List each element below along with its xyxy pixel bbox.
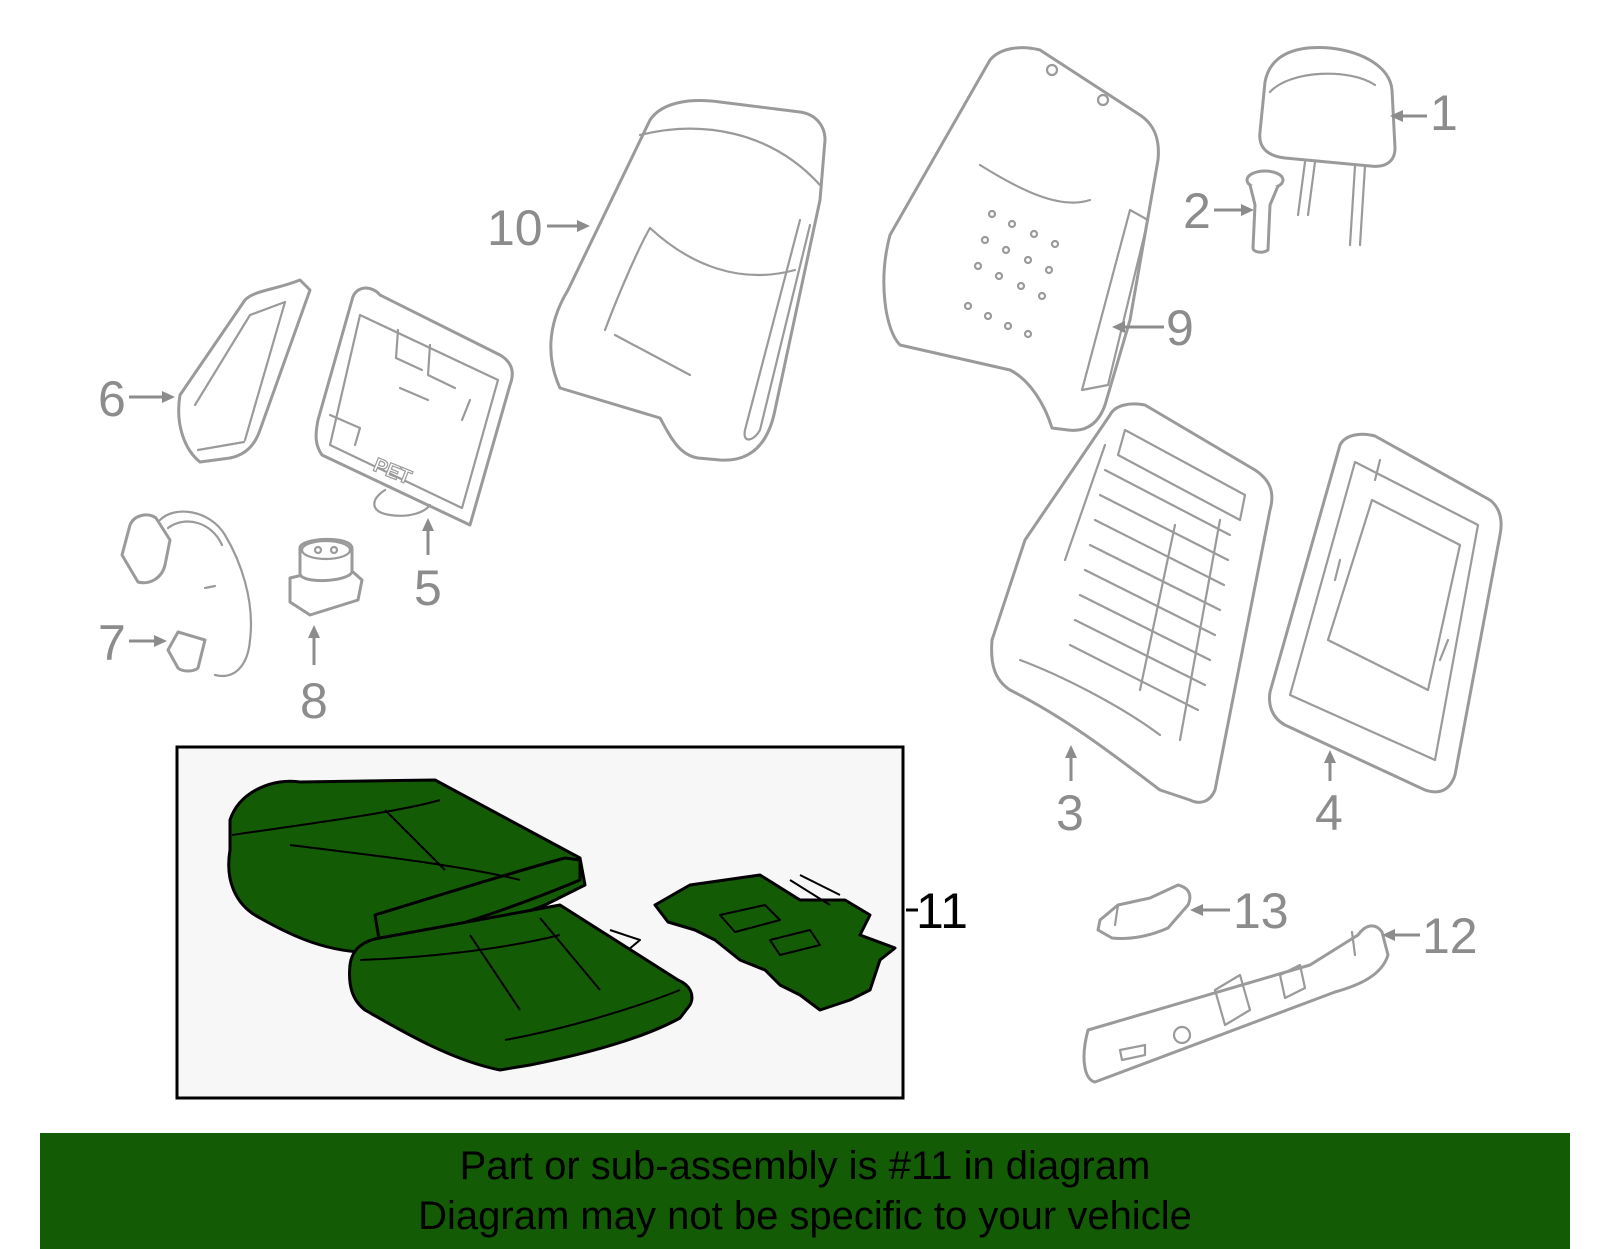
banner-line-1: Part or sub-assembly is #11 in diagram [459,1144,1151,1188]
part-11-cushion-pad[interactable] [348,903,694,1072]
callout-9: 9 [1166,300,1194,356]
callout-8: 8 [300,673,328,729]
banner-line-2: Diagram may not be specific to your vehi… [418,1194,1192,1238]
callout-1: 1 [1430,85,1458,141]
callout-5: 5 [414,560,442,616]
callout-6: 6 [98,371,126,427]
part-11-highlight-box[interactable] [175,745,905,1100]
callout-4: 4 [1315,785,1343,841]
pad-vent-holes [963,209,1060,339]
callout-2: 2 [1183,183,1211,239]
frame-slats [1068,468,1232,712]
info-banner: Part or sub-assembly is #11 in diagram D… [40,1133,1570,1249]
part-2-headrest-guide[interactable] [1245,169,1285,254]
part-10-backrest-cover[interactable] [549,99,827,462]
part-6-side-trim[interactable] [177,278,312,464]
callout-arrows [129,110,1427,941]
part-1-headrest[interactable] [1258,45,1397,247]
part-5-heater-mat[interactable]: PET [314,286,514,527]
part-4-rear-panel[interactable] [1268,432,1503,794]
callout-11: 11 [916,883,968,939]
part-8-control-module[interactable] [288,537,364,617]
callout-10: 10 [487,200,543,256]
callout-12: 12 [1422,908,1478,964]
callout-3: 3 [1056,785,1084,841]
part-11-heater-mat[interactable] [653,873,897,1012]
callout-7: 7 [98,615,126,671]
part-3-backrest-frame[interactable] [990,402,1274,804]
part-9-backrest-pad[interactable] [882,46,1160,432]
part-13-trim-clip[interactable] [1096,883,1192,940]
callout-13: 13 [1233,883,1289,939]
part-12-side-shield[interactable] [1082,924,1390,1084]
part-7-wiring-harness[interactable] [120,510,252,678]
